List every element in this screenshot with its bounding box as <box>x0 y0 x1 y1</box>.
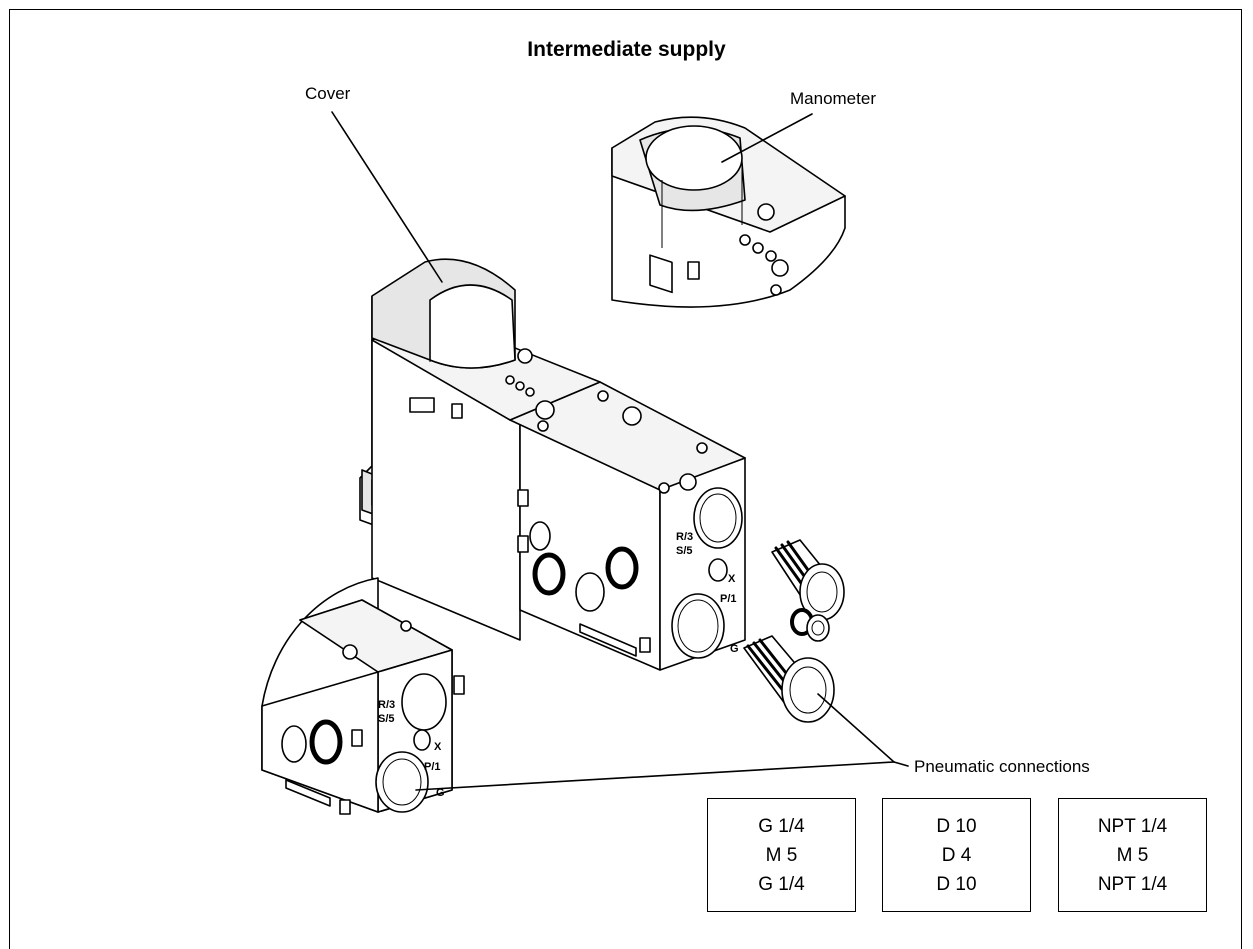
port-mark-s5: S/5 <box>676 545 693 557</box>
detail-port-mark-s5: S/5 <box>378 713 395 725</box>
pneumatic-fittings <box>743 539 845 723</box>
connection-variant-box-3: NPT 1/4 M 5 NPT 1/4 <box>1058 798 1207 912</box>
diagram-title: Intermediate supply <box>527 38 726 61</box>
detail-inset: R/3 S/5 X P/1 G <box>261 577 465 815</box>
valve-body: R/3 S/5 X P/1 G <box>359 258 746 671</box>
pneumatic-connections-label: Pneumatic connections <box>914 757 1090 776</box>
manometer-label: Manometer <box>790 89 876 108</box>
detail-port-mark-g: G <box>436 787 445 799</box>
cover-label: Cover <box>305 84 351 103</box>
variant-1-line-3: G 1/4 <box>758 873 805 895</box>
detail-port-mark-p1: P/1 <box>424 761 441 773</box>
fitting-middle <box>790 608 830 642</box>
connection-variant-box-2: D 10 D 4 D 10 <box>882 798 1031 912</box>
variant-3-line-1: NPT 1/4 <box>1097 815 1168 837</box>
variant-3-line-2: M 5 <box>1116 844 1149 866</box>
port-mark-x: X <box>728 573 736 585</box>
variant-3-line-3: NPT 1/4 <box>1097 873 1168 895</box>
variant-2-line-1: D 10 <box>936 815 977 837</box>
port-mark-r3: R/3 <box>676 531 693 543</box>
leader-lines <box>331 111 909 791</box>
connection-variant-box-1: G 1/4 M 5 G 1/4 <box>707 798 856 912</box>
fitting-lower <box>743 635 835 723</box>
variant-1-line-2: M 5 <box>765 844 798 866</box>
fitting-upper <box>771 539 845 621</box>
cover-leader <box>331 111 443 283</box>
connections-leader-detail <box>415 761 895 791</box>
diagram-frame <box>9 9 1242 949</box>
port-mark-g: G <box>730 643 739 655</box>
connections-leader-fitting <box>817 693 895 763</box>
variant-1-line-1: G 1/4 <box>758 815 805 837</box>
detail-port-mark-r3: R/3 <box>378 699 395 711</box>
port-mark-p1: P/1 <box>720 593 737 605</box>
detail-port-mark-x: X <box>434 741 442 753</box>
variant-2-line-3: D 10 <box>936 873 977 895</box>
manometer-inset <box>611 116 846 308</box>
manometer-leader <box>721 113 813 163</box>
manometer-gauge <box>645 125 743 191</box>
variant-2-line-2: D 4 <box>941 844 972 866</box>
